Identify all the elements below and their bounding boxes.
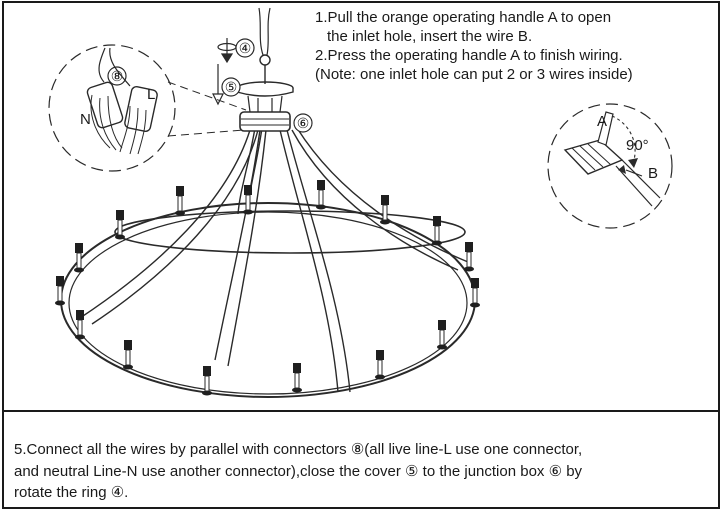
callout-circle (107, 66, 127, 86)
chandelier-arms (79, 127, 469, 393)
lever-connector (563, 111, 661, 207)
neutral-label: N (80, 111, 91, 128)
step1-line2: the inlet hole, insert the wire B. (327, 28, 533, 45)
candle-holder (75, 310, 85, 340)
note-text: (Note: one inlet hole can put 2 or 3 wir… (315, 66, 633, 83)
candle-holder (375, 350, 385, 380)
candle-holder (470, 278, 480, 308)
support-rods (247, 95, 283, 113)
outer-ring (60, 202, 476, 398)
candle-holder (464, 242, 474, 272)
ring-callout: ④ (239, 40, 252, 56)
step5-line1: 5.Connect all the wires by parallel with… (14, 441, 583, 458)
step5-line2: and neutral Line-N use another connector… (14, 462, 583, 480)
candle-holder (175, 186, 185, 216)
rotate-arrow-icon (217, 38, 237, 64)
candle-holder (292, 363, 302, 393)
candle-holder (316, 180, 326, 210)
leader-lines (167, 81, 247, 137)
step2-text: 2.Press the operating handle A to finish… (315, 47, 623, 64)
section-divider (2, 410, 720, 412)
wire-label: B (648, 165, 658, 182)
candle-holder (432, 216, 442, 246)
junction-box (239, 111, 291, 132)
candle-holder (202, 366, 212, 396)
candle-holders (55, 180, 480, 396)
candle-holder (437, 320, 447, 350)
handle-label: A (597, 113, 607, 130)
step5-line3: rotate the ring ④. (14, 484, 129, 501)
down-arrow-icon (212, 64, 224, 106)
connector-callout: ⑧ (111, 68, 124, 84)
main-callouts: ④ ⑤ ⑥ (221, 38, 313, 133)
angle-label: 90° (626, 137, 649, 154)
junction-box-callout: ⑥ (297, 115, 310, 131)
cover-callout: ⑤ (225, 79, 238, 95)
candle-holder (123, 340, 133, 370)
candle-holder (74, 243, 84, 273)
candle-holder (55, 276, 65, 306)
candle-holder (380, 195, 390, 225)
step1-line1: 1.Pull the orange operating handle A to … (315, 9, 612, 26)
connector-n (86, 81, 124, 151)
connector-l (119, 85, 158, 155)
candle-holder (115, 210, 125, 240)
candle-holder (243, 185, 253, 215)
inner-ring (114, 210, 466, 254)
connector-detail: ⑧ N L (48, 44, 176, 172)
wiring-detail: A 90° B (547, 103, 673, 229)
step5-instructions: 5.Connect all the wires by parallel with… (14, 439, 714, 504)
live-label: L (147, 86, 155, 103)
